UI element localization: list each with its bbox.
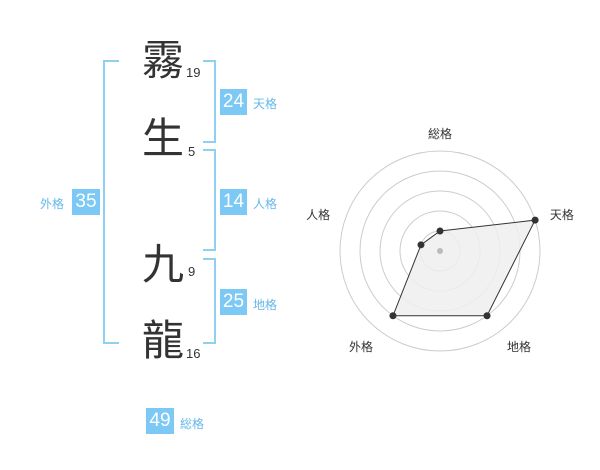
jinkaku-label: 人格 bbox=[253, 197, 278, 211]
chikaku-badge: 25 bbox=[220, 289, 247, 315]
radar-axis-label: 天格 bbox=[549, 208, 574, 223]
radar-polygon bbox=[392, 219, 536, 317]
gaikaku-badge: 35 bbox=[72, 189, 100, 215]
radar-point bbox=[531, 216, 539, 224]
gaikaku-bracket bbox=[103, 60, 119, 344]
gaikaku-label: 外格 bbox=[40, 197, 65, 211]
tenkaku-label: 天格 bbox=[253, 97, 278, 111]
stroke-count-1: 19 bbox=[186, 65, 201, 80]
radar-center-dot bbox=[437, 248, 443, 254]
radar-axis-label: 外格 bbox=[349, 339, 374, 354]
radar-point bbox=[436, 227, 444, 235]
jinkaku-badge: 14 bbox=[220, 189, 247, 215]
name-char-2: 生 bbox=[142, 114, 185, 163]
name-char-3: 九 bbox=[142, 240, 185, 289]
radar-point bbox=[417, 241, 425, 249]
radar-axis-label: 人格 bbox=[306, 208, 331, 223]
soukaku-label: 総格 bbox=[180, 417, 205, 431]
radar-ring bbox=[339, 150, 541, 352]
radar-axis-label: 総格 bbox=[428, 126, 453, 141]
radar-point bbox=[483, 312, 491, 320]
tenkaku-badge: 24 bbox=[220, 89, 247, 115]
stroke-count-2: 5 bbox=[188, 144, 196, 159]
chikaku-label: 地格 bbox=[253, 298, 278, 312]
name-char-1: 霧 bbox=[142, 36, 185, 85]
soukaku-badge: 49 bbox=[146, 408, 174, 434]
radar-axis-label: 地格 bbox=[506, 339, 531, 354]
stroke-count-3: 9 bbox=[188, 264, 196, 279]
chikaku-bracket bbox=[203, 258, 216, 344]
name-char-4: 龍 bbox=[142, 316, 185, 365]
tenkaku-bracket bbox=[203, 60, 216, 143]
stroke-count-4: 16 bbox=[186, 346, 201, 361]
radar-point bbox=[389, 312, 397, 320]
jinkaku-bracket bbox=[203, 149, 216, 251]
